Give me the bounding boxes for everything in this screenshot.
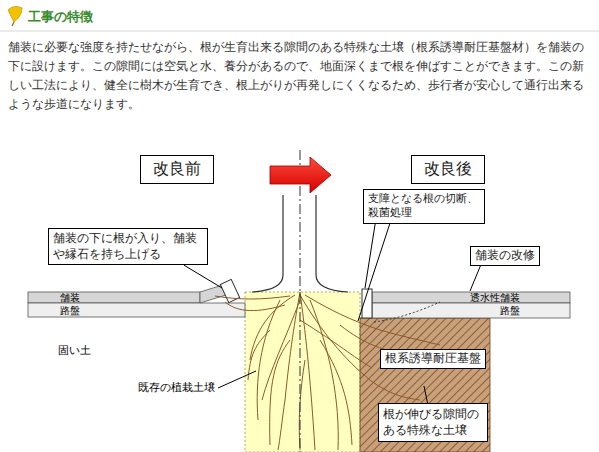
box-text: 舗装の改修 [475,248,535,264]
illustration-part [320,340,352,445]
illustration-part [262,300,300,400]
leader-line [184,265,222,288]
soil-label: 固い土 [58,344,91,358]
callout-box: 舗装の下に根が入り、舗装や縁石を持ち上げる [48,228,208,265]
leader-line [470,266,481,291]
header-icon [8,6,22,26]
box-text: 根系誘導耐圧基盤 [385,351,481,367]
illustration-part [372,292,570,303]
layer-label: 舗装 [60,292,80,303]
illustration-part [316,195,348,292]
illustration-part [220,279,239,302]
leader-line [365,224,375,288]
illustration-part [310,300,338,450]
illustration-part [245,292,360,452]
illustration-part [374,302,440,322]
illustration-part [252,195,283,292]
callout-box: 支障となる根の切断、殺菌処理 [363,189,485,224]
layer-label: 路盤 [500,305,520,316]
box-text: 改良前 [153,159,201,180]
leader-line [424,386,428,403]
description-text: 舗装に必要な強度を持たせながら、根が生育出来る隙間のある特殊な土壌（根系誘導耐圧… [8,38,594,114]
callout-box: 根が伸びる隙間のある特殊な土壌 [378,403,488,442]
illustration-part [28,292,200,303]
illustration-part [270,340,290,445]
state-box: 改良後 [411,155,485,184]
illustration-part [8,6,22,22]
pavement-left [28,279,245,317]
center-line [300,150,301,452]
illustration-part [225,302,285,311]
change-arrow [270,157,331,193]
illustration-part [300,295,420,400]
layer-label: 透水性舗装 [470,292,520,303]
illustration-part [340,325,395,352]
leader-line [358,224,390,321]
box-text: 改良後 [424,159,472,180]
illustration-part [215,296,290,299]
soil-label: 既存の植栽土壌 [138,381,215,395]
state-box: 改良前 [140,155,214,184]
box-text: 支障となる根の切断、殺菌処理 [368,192,480,221]
layer-label: 路盤 [60,305,80,316]
illustration-part [257,300,280,420]
pavement-right [362,289,570,322]
illustration-part [250,295,295,360]
illustration-part [300,320,372,368]
leader-lines [184,224,481,403]
illustration-part [28,303,245,317]
material-box: 根系誘導耐圧基盤 [380,349,486,369]
box-text: 根が伸びる隙間のある特殊な土壌 [383,407,483,438]
leader-line [218,371,256,388]
box-text: 舗装の下に根が入り、舗装や縁石を持ち上げる [53,231,203,262]
header-rule [0,31,599,32]
callout-box: 舗装の改修 [470,246,540,266]
illustration-part [305,295,440,345]
illustration-part [278,292,300,450]
illustration-part [12,22,14,26]
illustration-part [360,318,490,452]
illustration-part [248,330,270,380]
section-title: 工事の特徴 [28,8,93,26]
